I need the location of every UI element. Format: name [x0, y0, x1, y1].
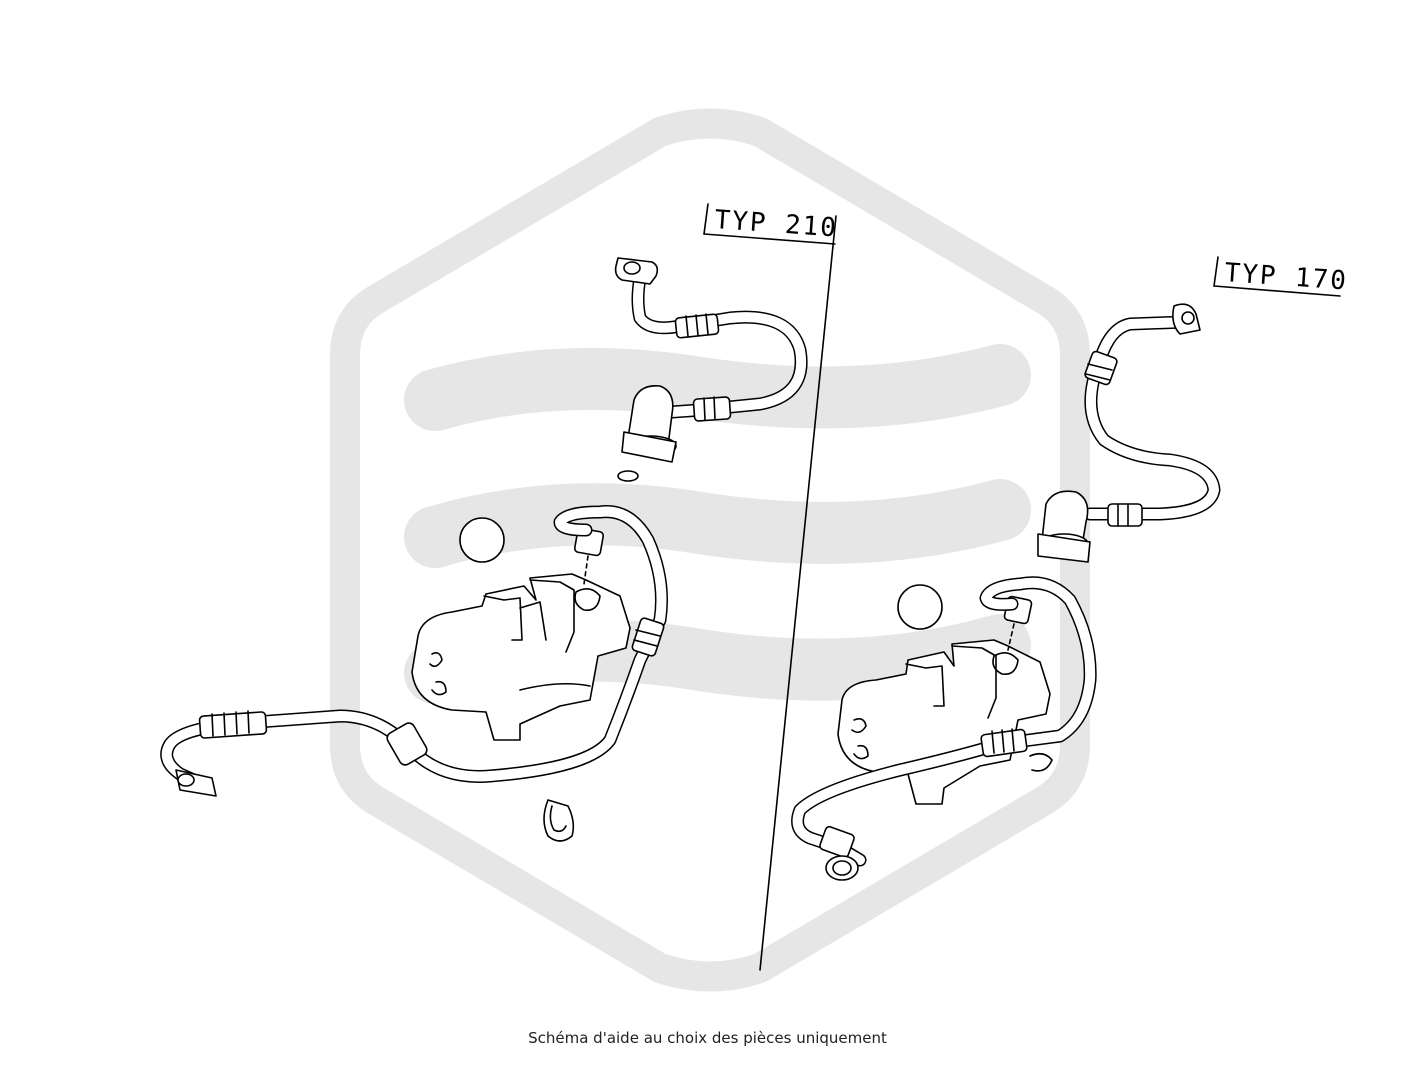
lower-pipe-170 — [791, 576, 1097, 881]
assembly-typ-170 — [791, 303, 1221, 881]
lower-pipe-210 — [160, 505, 668, 797]
round-part-210 — [459, 517, 505, 563]
compressor-210 — [411, 527, 631, 741]
hexagon-logo-icon — [330, 108, 1090, 992]
type-210-label: TYP 210 — [703, 203, 839, 245]
clip-210 — [543, 799, 575, 842]
diagram-caption: Schéma d'aide au choix des pièces unique… — [528, 1029, 887, 1047]
round-part-170 — [897, 584, 943, 630]
upper-hose-210 — [614, 257, 808, 482]
divider-line — [759, 215, 837, 971]
type-170-text: TYP 170 — [1224, 258, 1349, 297]
type-170-label: TYP 170 — [1213, 256, 1349, 297]
compressor-170 — [837, 595, 1053, 805]
assembly-typ-210 — [160, 257, 808, 842]
upper-hose-170 — [1037, 303, 1221, 563]
type-210-text: TYP 210 — [714, 205, 839, 244]
